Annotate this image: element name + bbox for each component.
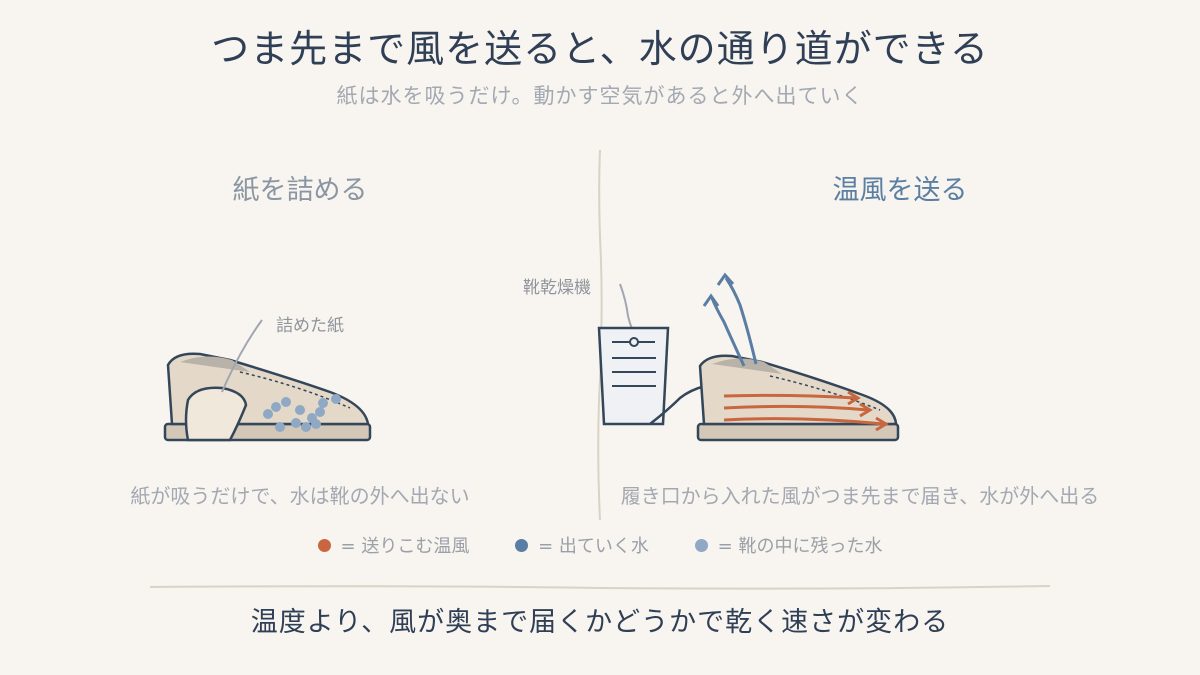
dryer-leader-line	[619, 283, 635, 333]
right-shoe-sole	[696, 422, 900, 442]
left-caption: 紙が吸うだけで、水は靴の外へ出ない	[130, 484, 470, 508]
legend-item-warm-air: = 送りこむ温風	[317, 532, 470, 558]
conclusion: 温度より、風が奥まで届くかどうかで乾く速さが変わる	[250, 607, 950, 638]
warm-air-dot-icon	[317, 538, 331, 552]
legend-label: = 送りこむ温風	[340, 536, 470, 557]
left-shoe	[163, 319, 372, 442]
paper-leader-line	[221, 319, 263, 393]
legend-item-water-left: = 靴の中に残った水	[694, 532, 883, 558]
page-subtitle: 紙は水を吸うだけ。動かす空気があると外へ出ていく	[336, 84, 864, 108]
right-shoe	[696, 272, 900, 442]
shoe-dryer	[597, 283, 706, 426]
right-caption: 履き口から入れた風がつま先まで届き、水が外へ出る	[620, 484, 1100, 508]
page-title: つま先まで風を送ると、水の通り道ができる	[211, 27, 989, 71]
right-shoe-opening	[712, 358, 782, 374]
legend-item-water-out: = 出ていく水	[515, 532, 649, 558]
dryer-label: 靴乾燥機	[523, 278, 591, 298]
water-out-dot-icon	[515, 538, 529, 552]
remaining-water-drops	[263, 394, 341, 432]
left-heading: 紙を詰める	[232, 175, 368, 206]
right-heading: 温風を送る	[832, 175, 968, 206]
right-shoe-stitch	[769, 375, 881, 411]
legend: = 送りこむ温風 = 出ていく水 = 靴の中に残った水	[0, 532, 1200, 558]
left-shoe-stitch	[239, 371, 351, 409]
legend-label: = 靴の中に残った水	[717, 536, 883, 557]
dryer-body	[597, 326, 670, 426]
warm-air-arrows	[723, 390, 889, 432]
paper-label: 詰めた紙	[276, 316, 344, 336]
stuffed-paper	[184, 386, 248, 442]
legend-label: = 出ていく水	[538, 536, 649, 557]
water-left-dot-icon	[694, 538, 708, 552]
water-out-arrows	[702, 272, 758, 367]
bottom-separator	[149, 585, 1051, 590]
dryer-hose	[649, 384, 706, 425]
